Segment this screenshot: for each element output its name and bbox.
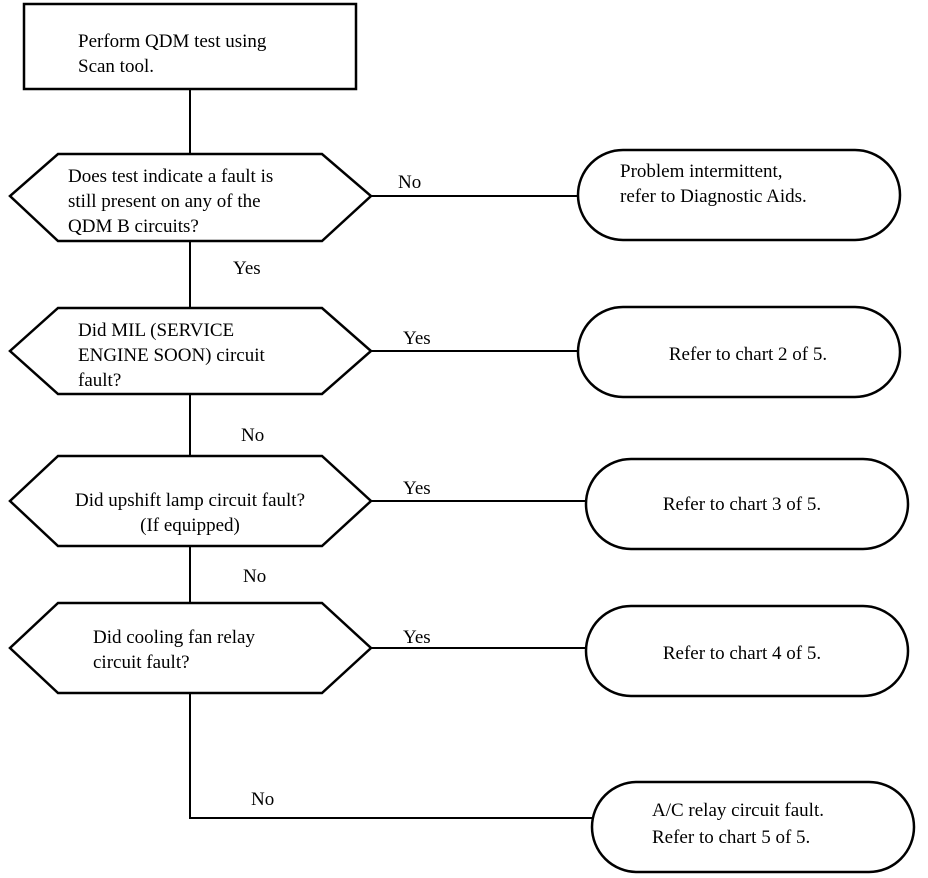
outcome-3-line-1: Refer to chart 3 of 5. xyxy=(663,494,821,515)
decision-3-line-1: Did upshift lamp circuit fault? xyxy=(75,490,305,511)
outcome-3-chart-3: Refer to chart 3 of 5. xyxy=(584,457,910,551)
label-d3-yes: Yes xyxy=(403,478,431,499)
label-d1-yes: Yes xyxy=(233,258,261,279)
decision-1-line-2: still present on any of the xyxy=(68,191,261,212)
outcome-5-chart-5: A/C relay circuit fault. Refer to chart … xyxy=(590,780,916,874)
outcome-4-line-1: Refer to chart 4 of 5. xyxy=(663,643,821,664)
decision-2-line-3: fault? xyxy=(78,370,121,391)
outcome-5-line-2: Refer to chart 5 of 5. xyxy=(652,827,810,848)
label-d3-no: No xyxy=(243,566,266,587)
start-line-1: Perform QDM test using xyxy=(78,31,267,52)
decision-4-line-1: Did cooling fan relay xyxy=(93,627,255,648)
outcome-4-chart-4: Refer to chart 4 of 5. xyxy=(584,604,910,698)
outcome-2-line-1: Refer to chart 2 of 5. xyxy=(669,344,827,365)
decision-1-line-3: QDM B circuits? xyxy=(68,216,199,237)
label-d2-yes: Yes xyxy=(403,328,431,349)
decision-2-line-1: Did MIL (SERVICE xyxy=(78,320,234,341)
outcome-5-line-1: A/C relay circuit fault. xyxy=(652,800,824,821)
outcome-1-diagnostic-aids: Problem intermittent, refer to Diagnosti… xyxy=(576,148,902,242)
label-d2-no: No xyxy=(241,425,264,446)
decision-4-cooling-fan: Did cooling fan relay circuit fault? xyxy=(8,601,373,695)
start-process-box: Perform QDM test using Scan tool. xyxy=(22,2,358,91)
decision-3-upshift-lamp: Did upshift lamp circuit fault? (If equi… xyxy=(8,454,373,548)
decision-3-line-2: (If equipped) xyxy=(140,515,240,536)
decision-4-line-2: circuit fault? xyxy=(93,652,190,673)
outcome-2-chart-2: Refer to chart 2 of 5. xyxy=(576,305,902,399)
decision-1-fault-present: Does test indicate a fault is still pres… xyxy=(8,152,373,243)
decision-2-mil-circuit: Did MIL (SERVICE ENGINE SOON) circuit fa… xyxy=(8,306,373,396)
start-line-2: Scan tool. xyxy=(78,56,154,77)
label-d4-yes: Yes xyxy=(403,627,431,648)
decision-2-line-2: ENGINE SOON) circuit xyxy=(78,345,266,366)
connector-d4-to-o5 xyxy=(189,693,592,819)
outcome-1-line-1: Problem intermittent, xyxy=(620,161,783,182)
decision-1-line-1: Does test indicate a fault is xyxy=(68,166,273,187)
label-d4-no: No xyxy=(251,789,274,810)
outcome-1-line-2: refer to Diagnostic Aids. xyxy=(620,186,807,207)
label-d1-no: No xyxy=(398,172,421,193)
